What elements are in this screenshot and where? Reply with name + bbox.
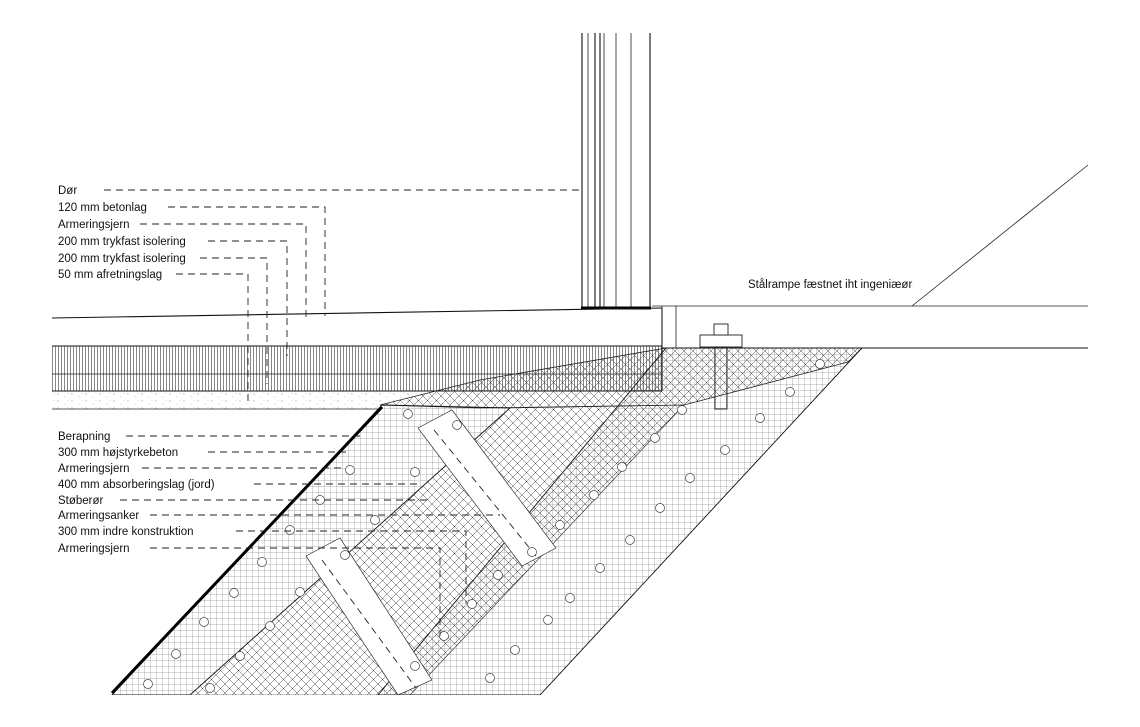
label-high-strength-concrete: 300 mm højstyrkebeton — [58, 447, 178, 459]
door-section — [581, 33, 651, 310]
label-anchor: Armeringsanker — [58, 510, 139, 522]
label-rebar-outer: Armeringsjern — [58, 463, 130, 475]
label-steel-ramp: Stålrampe fæstnet iht ingeniæør — [748, 279, 912, 291]
label-door: Dør — [58, 185, 77, 197]
label-rebar-inner: Armeringsjern — [58, 543, 130, 555]
label-absorbing-layer: 400 mm absorberingslag (jord) — [58, 479, 215, 491]
label-insulation-2: 200 mm trykfast isolering — [58, 253, 186, 265]
label-concrete-layer: 120 mm betonlag — [58, 202, 147, 214]
label-insulation-1: 200 mm trykfast isolering — [58, 236, 186, 248]
bottom-callouts: Berapning 300 mm højstyrkebeton Armering… — [58, 431, 500, 636]
label-rebar-top: Armeringsjern — [58, 219, 130, 231]
label-inner-construction: 300 mm indre konstruktion — [58, 526, 194, 538]
label-screed: 50 mm afretningslag — [58, 269, 162, 281]
label-casting-pipe: Støberør — [58, 495, 104, 507]
label-plaster: Berapning — [58, 431, 110, 443]
foundation-structure — [110, 347, 864, 695]
top-callouts: Dør 120 mm betonlag Armeringsjern 200 mm… — [58, 185, 580, 404]
